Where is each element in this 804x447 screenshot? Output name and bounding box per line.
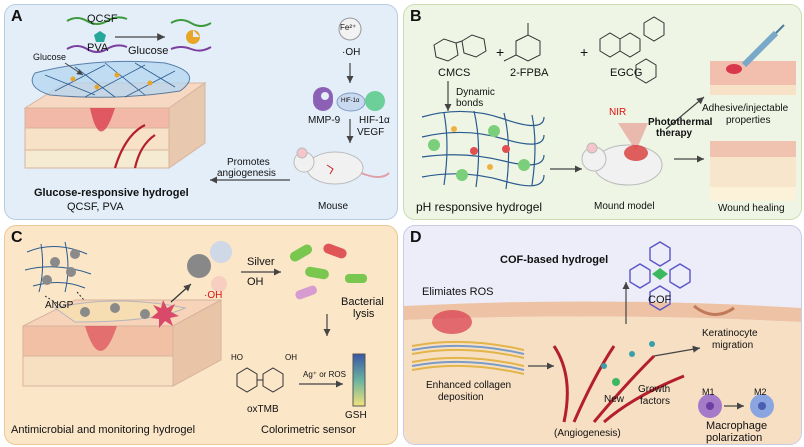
- oxtmb-label: oxTMB: [247, 404, 279, 415]
- ros-label: Elimiates ROS: [422, 286, 494, 298]
- plus-2: +: [580, 44, 589, 60]
- mouse-label: Mouse: [318, 201, 349, 212]
- silver-particle: [187, 254, 211, 278]
- cmcs-structure: [433, 34, 487, 62]
- panel-a: A QCSF PVA Glucose Glucose Fe²⁺ ·OH HIF-…: [4, 4, 398, 220]
- panel-c-label: C: [11, 229, 23, 246]
- panel-a-label: A: [11, 8, 23, 25]
- silver-label: Silver: [247, 256, 275, 268]
- collagen-line2: deposition: [438, 392, 484, 403]
- collagen-line1: Enhanced collagen: [426, 380, 512, 391]
- gsh-gradient-bar: [352, 353, 366, 407]
- growth-line2: factors: [640, 396, 671, 407]
- hif-small-label: HIF-1α: [341, 98, 360, 104]
- fe-label: Fe²⁺: [340, 23, 357, 32]
- panel-a-illustration: [23, 16, 390, 185]
- cmcs-label: CMCS: [438, 67, 471, 79]
- mouse-body: [306, 151, 364, 185]
- adhesive-line1: Adhesive/injectable: [702, 103, 789, 114]
- keratinocyte-line1: Keratinocyte: [702, 328, 758, 339]
- pva-label: PVA: [87, 42, 109, 54]
- glucose-tag: Glucose: [33, 52, 67, 62]
- panel-b-illustration: [421, 16, 796, 201]
- promotes-line1: Promotes: [227, 157, 270, 168]
- colorimetric-label: Colorimetric sensor: [261, 424, 356, 436]
- panel-d-label: D: [410, 229, 422, 246]
- fpba-structure: [503, 23, 541, 62]
- panel-a-subtitle: QCSF, PVA: [67, 201, 124, 213]
- syringe: [741, 30, 779, 68]
- adhesive-line2: properties: [726, 115, 771, 126]
- macrophage-line2: polarization: [706, 432, 763, 444]
- fpba-label: 2-FPBA: [510, 67, 549, 79]
- bacteria: [289, 244, 313, 262]
- m1-label: M1: [702, 387, 715, 397]
- egcg-label: EGCG: [610, 67, 643, 79]
- keratinocyte-line2: migration: [712, 340, 754, 351]
- dynamic-line1: Dynamic: [456, 87, 495, 98]
- ros-burst: [151, 300, 179, 328]
- growth-line1: Growth: [638, 384, 671, 395]
- panel-a-title: Glucose-responsive hydrogel: [34, 187, 189, 199]
- gsh-label: GSH: [345, 410, 367, 421]
- plus-1: +: [496, 44, 505, 60]
- macrophage-line1: Macrophage: [706, 420, 768, 432]
- promotes-line2: angiogenesis: [217, 168, 276, 179]
- linker-pentagon: [94, 31, 106, 42]
- panel-c: C ANGP ·OH Silver OH Bacterial lysis HO …: [4, 225, 398, 445]
- qcsf-chain: [66, 16, 128, 25]
- panel-d: D COF-based hydrogel Elimiates ROS COF K…: [403, 225, 802, 445]
- photothermal-line2: therapy: [656, 128, 693, 139]
- cof-structure: [629, 241, 691, 311]
- panel-b-label: B: [410, 8, 422, 25]
- oh-tmb-label: OH: [285, 353, 297, 362]
- panel-b: B CMCS + 2-FPBA + EGCG Dynamic bonds NIR…: [403, 4, 802, 220]
- egcg-structure: [599, 16, 665, 84]
- new-label: New: [604, 394, 625, 405]
- angp-network: [24, 241, 92, 293]
- glucose-arrow-label: Glucose: [128, 45, 169, 57]
- fe-ion: [338, 17, 362, 41]
- bacterial-line1: Bacterial: [341, 296, 384, 308]
- hif-oval: [336, 92, 366, 112]
- pva-chain: [66, 44, 128, 53]
- oxtmb-structure: [236, 367, 284, 393]
- cof-label: COF: [648, 294, 672, 306]
- oh-label: ·OH: [342, 47, 361, 58]
- ph-hydrogel-label: pH responsive hydrogel: [416, 200, 543, 214]
- dynamic-line2: bonds: [456, 98, 484, 109]
- panel-c-illustration: [22, 241, 367, 407]
- oh-label: OH: [247, 276, 264, 288]
- reagent-label: Ag⁺ or ROS: [303, 370, 346, 379]
- qcsf-label: QCSF: [87, 13, 118, 25]
- mmp9-label: MMP-9: [308, 115, 341, 126]
- oh-radical-label: ·OH: [204, 290, 223, 301]
- m2-label: M2: [754, 387, 767, 397]
- bacterial-line2: lysis: [353, 308, 375, 320]
- panel-c-title: Antimicrobial and monitoring hydrogel: [11, 424, 196, 436]
- mound-model-label: Mound model: [594, 201, 655, 212]
- hydrogel-network: [421, 110, 545, 187]
- blood-vessels: [552, 345, 685, 424]
- photothermal-line1: Photothermal: [648, 117, 713, 128]
- wound-healing-label: Wound healing: [718, 203, 785, 214]
- collagen-fibers: [411, 340, 525, 375]
- hif-cell: [365, 91, 385, 111]
- vegf-label: VEGF: [357, 127, 385, 138]
- hif-label: HIF-1α: [359, 115, 390, 126]
- skin-epidermis: [404, 301, 801, 322]
- skin-injectable: [710, 61, 796, 85]
- panel-d-title: COF-based hydrogel: [500, 254, 609, 266]
- panel-d-illustration: [404, 241, 801, 444]
- skin-healed: [710, 141, 796, 157]
- angiogenesis-label: (Angiogenesis): [554, 428, 621, 439]
- ho-label: HO: [231, 353, 243, 362]
- nir-label: NIR: [609, 107, 627, 118]
- angp-label: ANGP: [45, 300, 74, 311]
